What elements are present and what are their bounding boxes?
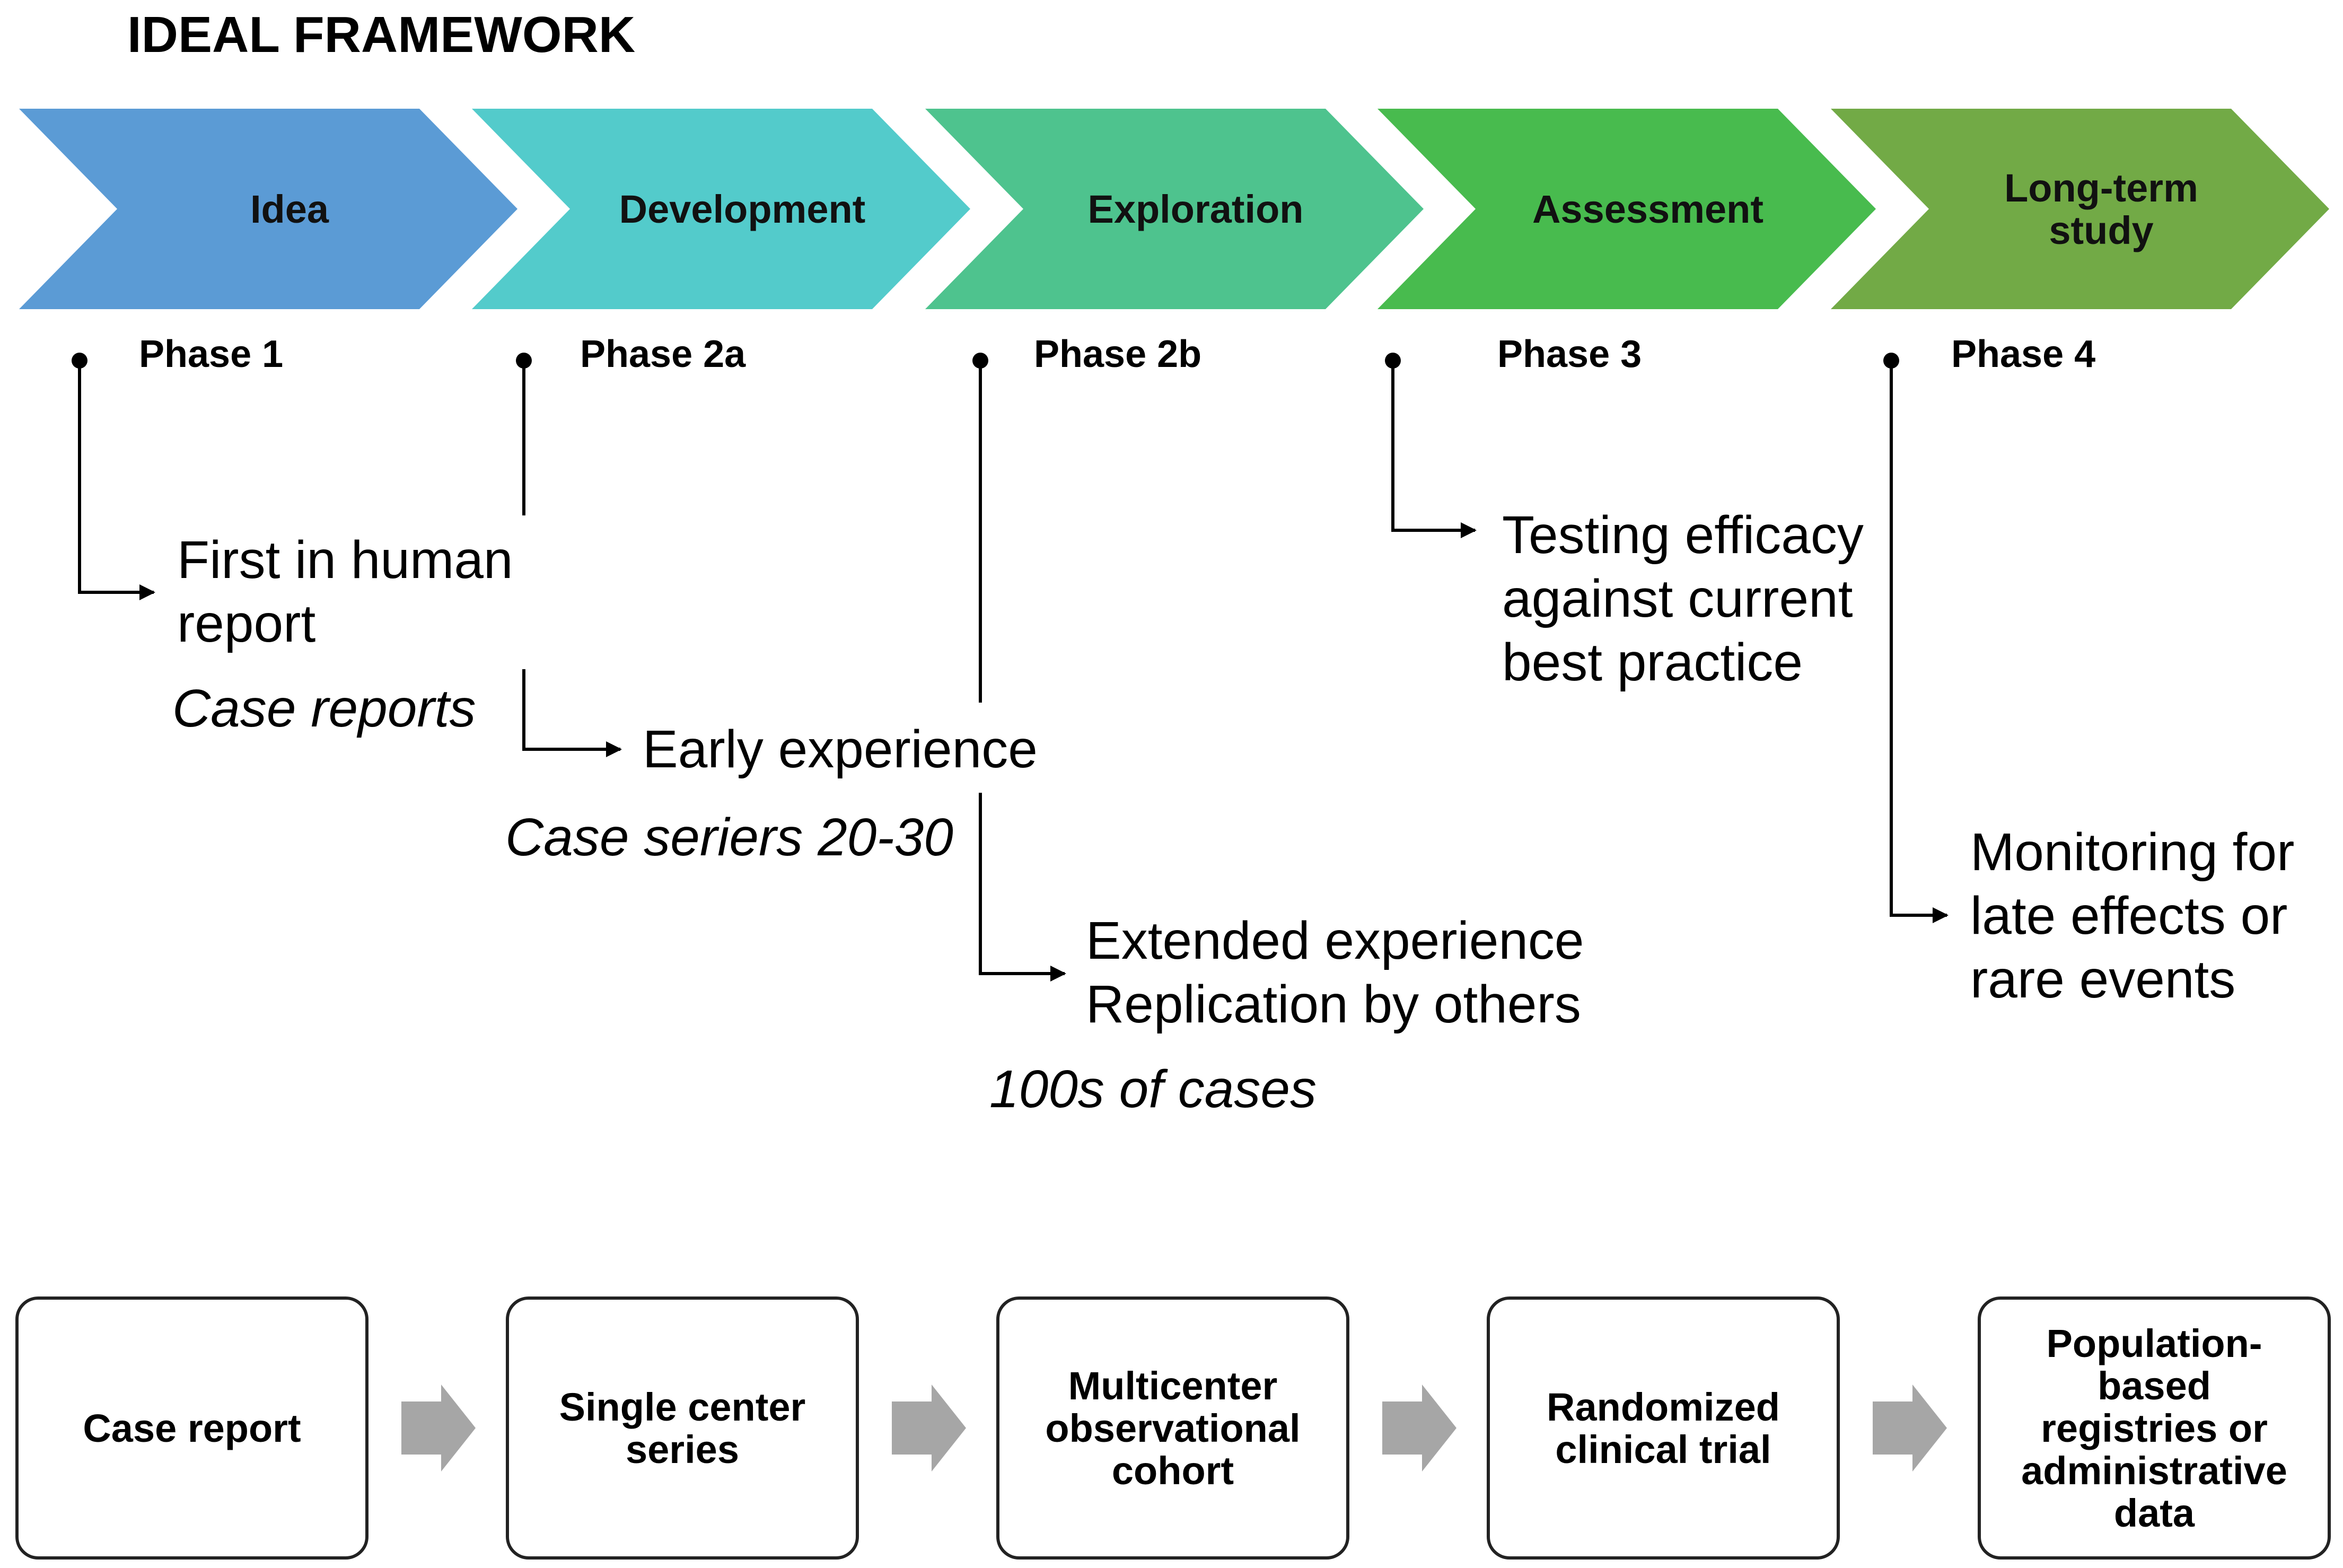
phase-markers: Phase 1 Phase 2a Phase 2b Phase 3 Phase 4 (72, 333, 2095, 375)
study-type-label-1: Case report (83, 1406, 301, 1450)
phase-label-3: Phase 2b (1034, 333, 1201, 375)
stage-label-2: Development (619, 187, 866, 231)
phase-label-1: Phase 1 (139, 333, 283, 375)
stage-chevron-2 (472, 109, 970, 309)
phase2b-outcome: Extended experience Replication by other… (1086, 911, 1599, 1034)
study-type-box-3 (996, 1297, 1349, 1560)
stage-chevron-4 (1377, 109, 1876, 309)
phase2a-note: Case seriers 20-30 (505, 808, 953, 867)
phase1-outcome: First in human report (177, 530, 528, 653)
phase2a-connector (522, 669, 622, 757)
phase1-note: Case reports (172, 679, 476, 738)
flow-arrow-icon-4 (1873, 1385, 1947, 1471)
phase3-connector (1391, 361, 1477, 538)
study-type-box-1 (15, 1297, 368, 1560)
phase-dot-1 (72, 353, 87, 369)
stage-chevron-3 (925, 109, 1424, 309)
phase2a-outcome: Early experience (643, 720, 1038, 779)
study-type-box-5 (1978, 1297, 2331, 1560)
connector-lines (78, 360, 1949, 982)
phase-label-5: Phase 4 (1951, 333, 2095, 375)
stage-chevrons: Idea Development Exploration Assessment Long… (19, 109, 2329, 309)
diagram-title: IDEAL FRAMEWORK (127, 6, 635, 63)
phase3-outcome: Testing efficacy against current best pr… (1502, 505, 1879, 692)
stage-label-1: Idea (250, 187, 329, 231)
phase-label-4: Phase 3 (1497, 333, 1642, 375)
flow-arrow-icon-1 (401, 1385, 476, 1471)
phase1-connector (78, 363, 155, 600)
stage-label-3: Exploration (1087, 187, 1303, 231)
study-type-box-4 (1487, 1297, 1840, 1560)
phase2b-connector (979, 793, 1066, 982)
study-type-box-2 (506, 1297, 859, 1560)
phase4-outcome: Monitoring for late effects or rare even… (1970, 822, 2309, 1009)
phase-label-2: Phase 2a (580, 333, 746, 375)
outcome-texts: First in human report Case reports Early… (172, 505, 2309, 1119)
phase2b-note: 100s of cases (989, 1059, 1317, 1119)
stage-chevron-5 (1831, 109, 2329, 309)
phase4-connector (1890, 361, 1949, 923)
flow-arrow-icon-3 (1382, 1385, 1456, 1471)
stage-label-4: Assessment (1532, 187, 1763, 231)
stage-chevron-1 (19, 109, 517, 309)
flow-arrow-icon-2 (892, 1385, 966, 1471)
